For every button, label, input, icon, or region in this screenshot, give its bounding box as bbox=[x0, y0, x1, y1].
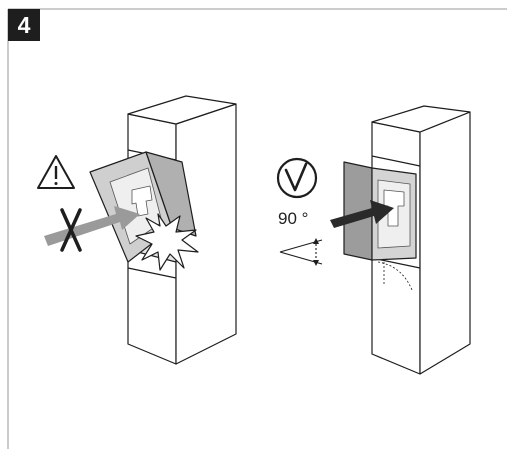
correct-installation-figure bbox=[330, 105, 471, 375]
step-number-badge: 4 bbox=[8, 9, 40, 41]
cabinet-top bbox=[127, 95, 237, 125]
cabinet-lower-divider bbox=[127, 267, 177, 279]
cross-icon bbox=[60, 208, 82, 252]
oven-bracket bbox=[131, 185, 153, 217]
wrong-installation-figure bbox=[44, 95, 237, 365]
checkmark-circle-icon bbox=[276, 157, 318, 199]
collision-star-icon bbox=[135, 213, 199, 271]
cabinet-top bbox=[371, 105, 471, 133]
angle-90-icon bbox=[279, 238, 323, 266]
cabinet-shelf bbox=[371, 155, 421, 167]
angle-label: 90 ° bbox=[278, 209, 309, 228]
push-arrow-correct-icon bbox=[330, 200, 394, 228]
cabinet-side bbox=[419, 111, 471, 375]
warning-triangle-icon bbox=[37, 155, 75, 189]
oven-front-tilted bbox=[145, 151, 197, 237]
